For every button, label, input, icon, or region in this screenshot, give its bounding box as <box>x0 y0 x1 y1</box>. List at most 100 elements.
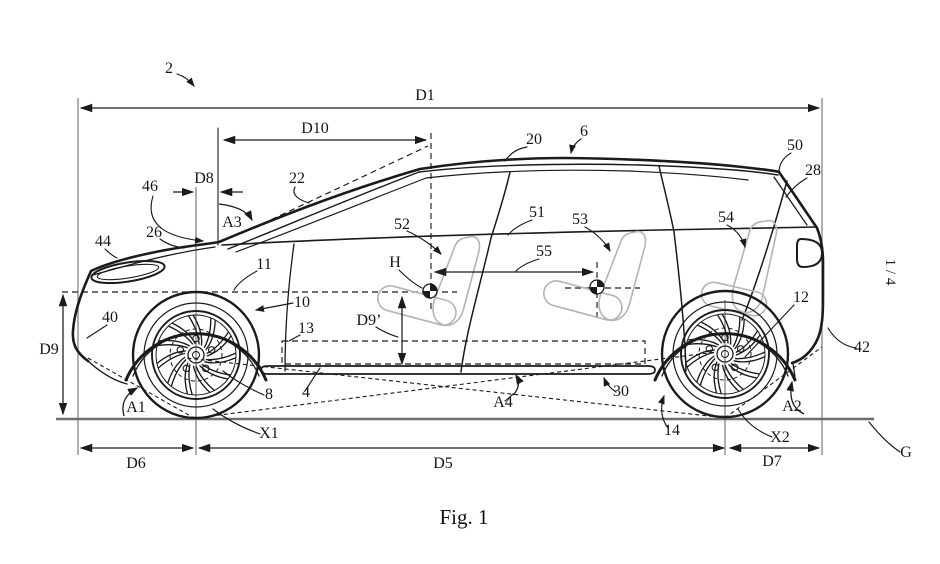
departure-angle-line <box>724 346 823 419</box>
leader-44 <box>104 248 118 259</box>
label-46: 46 <box>142 178 158 195</box>
leader-40 <box>86 324 108 339</box>
label-A2: A2 <box>782 398 802 415</box>
leader-6 <box>569 138 582 155</box>
reference-lines <box>56 98 874 455</box>
label-51: 51 <box>529 204 545 221</box>
label-4: 4 <box>302 384 310 401</box>
leader-54 <box>726 224 747 249</box>
angle-arcs <box>122 203 805 417</box>
approach-angle-line <box>87 357 195 419</box>
label-D9: D9 <box>39 341 59 358</box>
leader-51 <box>507 219 533 236</box>
windshield-glass-line <box>235 177 427 253</box>
leader-4 <box>304 367 321 392</box>
windshield-inner-line <box>227 171 420 250</box>
leader-8 <box>222 370 265 396</box>
label-40: 40 <box>102 309 118 326</box>
b-pillar-door-line <box>460 171 511 373</box>
leader-55 <box>515 258 540 272</box>
sheet-number: 1 / 4 <box>882 259 898 286</box>
label-28: 28 <box>805 162 821 179</box>
car-body <box>71 156 825 385</box>
label-53: 53 <box>572 211 588 228</box>
battery-outline-dashed <box>281 340 646 365</box>
label-22: 22 <box>289 170 305 187</box>
label-44: 44 <box>95 233 111 250</box>
front-door-leading-edge <box>284 243 295 372</box>
label-A3: A3 <box>222 214 242 231</box>
label-A1: A1 <box>126 399 146 416</box>
rear-arch-lip <box>661 332 789 377</box>
leader-2 <box>176 73 195 87</box>
leader-22 <box>293 186 310 204</box>
quarter-panel-line <box>741 180 788 321</box>
label-D10: D10 <box>301 120 329 137</box>
leader-28 <box>785 177 808 198</box>
arc-A2 <box>786 380 805 415</box>
leader-A4 <box>504 393 514 402</box>
label-42: 42 <box>854 339 870 356</box>
label-A4: A4 <box>493 394 513 411</box>
label-30: 30 <box>613 383 629 400</box>
label-D1: D1 <box>415 87 435 104</box>
leader-46 <box>150 195 205 244</box>
breakover-line-front <box>195 351 717 419</box>
leader-52 <box>406 230 442 255</box>
label-55: 55 <box>536 243 552 260</box>
label-13: 13 <box>298 320 314 337</box>
leader-26 <box>159 238 185 249</box>
body-outline <box>71 156 825 365</box>
label-54: 54 <box>718 209 734 226</box>
label-D8: D8 <box>194 170 214 187</box>
headlight-inner <box>96 263 160 281</box>
label-20: 20 <box>526 131 542 148</box>
label-D6: D6 <box>126 455 146 472</box>
label-11: 11 <box>256 256 271 273</box>
rocker-sill <box>260 365 656 375</box>
leader-11 <box>233 270 258 291</box>
h-point-symbol-front <box>422 283 438 299</box>
leader-30 <box>603 376 617 393</box>
label-12: 12 <box>793 289 809 306</box>
leader-53 <box>584 226 611 253</box>
beltline <box>221 226 817 246</box>
front-seat-cushion <box>377 285 457 326</box>
leader-H <box>398 269 423 289</box>
leader-20 <box>504 146 528 162</box>
third-row-seat-back <box>731 219 778 314</box>
label-8: 8 <box>265 386 273 403</box>
front-seat-back <box>432 235 481 327</box>
windshield-tangent-dashed <box>261 145 429 225</box>
second-row-seat <box>540 230 647 324</box>
headlight <box>90 259 166 285</box>
label-D9’: D9’ <box>357 312 382 329</box>
label-14: 14 <box>664 422 680 439</box>
label-10: 10 <box>294 294 310 311</box>
leader-50 <box>778 152 792 173</box>
label-D5: D5 <box>433 455 453 472</box>
arc-A3 <box>218 203 253 222</box>
leader-12 <box>744 304 795 358</box>
taillight <box>796 238 823 268</box>
label-50: 50 <box>787 137 803 154</box>
front-lower-valance <box>87 360 128 385</box>
label-G: G <box>900 444 912 461</box>
label-2: 2 <box>165 60 173 77</box>
label-X1: X1 <box>259 425 279 442</box>
glasshouse-top-line <box>425 169 749 181</box>
leader-lines <box>86 73 901 453</box>
leader-D9prime <box>375 326 399 338</box>
label-26: 26 <box>146 224 162 241</box>
leader-10 <box>254 302 294 312</box>
rear-window-inner-line <box>773 176 808 226</box>
leader-13 <box>288 334 301 342</box>
arc-A4 <box>512 373 524 396</box>
leader-X2 <box>737 408 773 438</box>
front-wheel <box>131 290 261 420</box>
label-D7: D7 <box>762 453 782 470</box>
label-H: H <box>389 254 401 271</box>
